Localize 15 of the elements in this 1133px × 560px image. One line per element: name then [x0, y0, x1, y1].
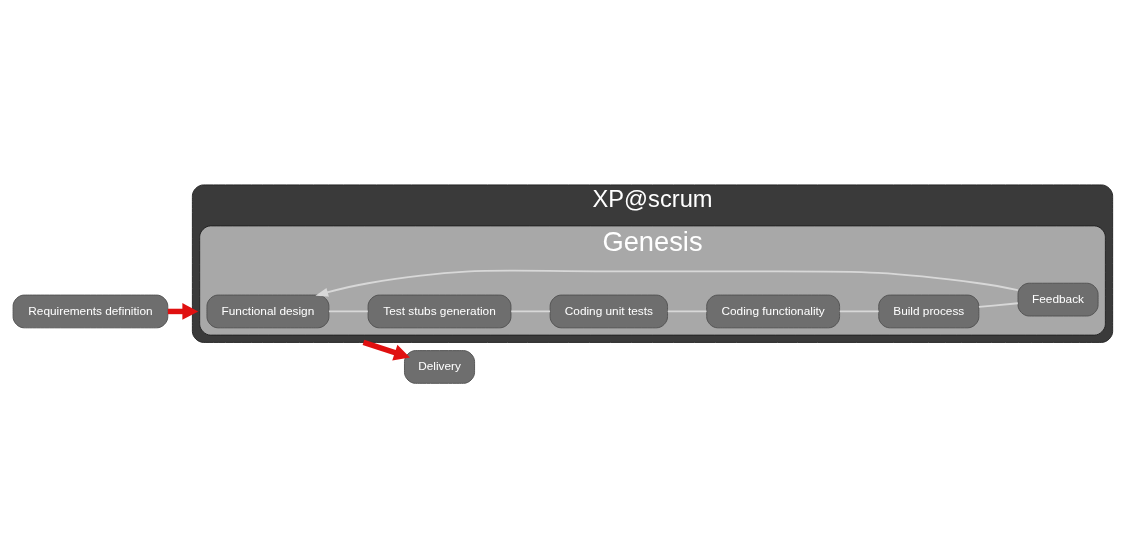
node-box: Coding functionality — [706, 294, 841, 328]
connector — [328, 310, 369, 312]
node-box: Build process — [878, 294, 980, 328]
arrow — [362, 339, 410, 361]
node-box: Functional design — [206, 294, 330, 328]
connector — [838, 310, 880, 312]
connector — [666, 310, 708, 312]
connector — [510, 310, 551, 312]
node-box: Test stubs generation — [367, 294, 512, 328]
arrow — [315, 269, 1019, 297]
node-box: Delivery — [404, 349, 475, 384]
connector — [978, 301, 1019, 308]
node-box: Coding unit tests — [549, 294, 668, 328]
node-box: Requirements definition — [12, 294, 169, 328]
node-box: Feedback — [1017, 282, 1099, 316]
